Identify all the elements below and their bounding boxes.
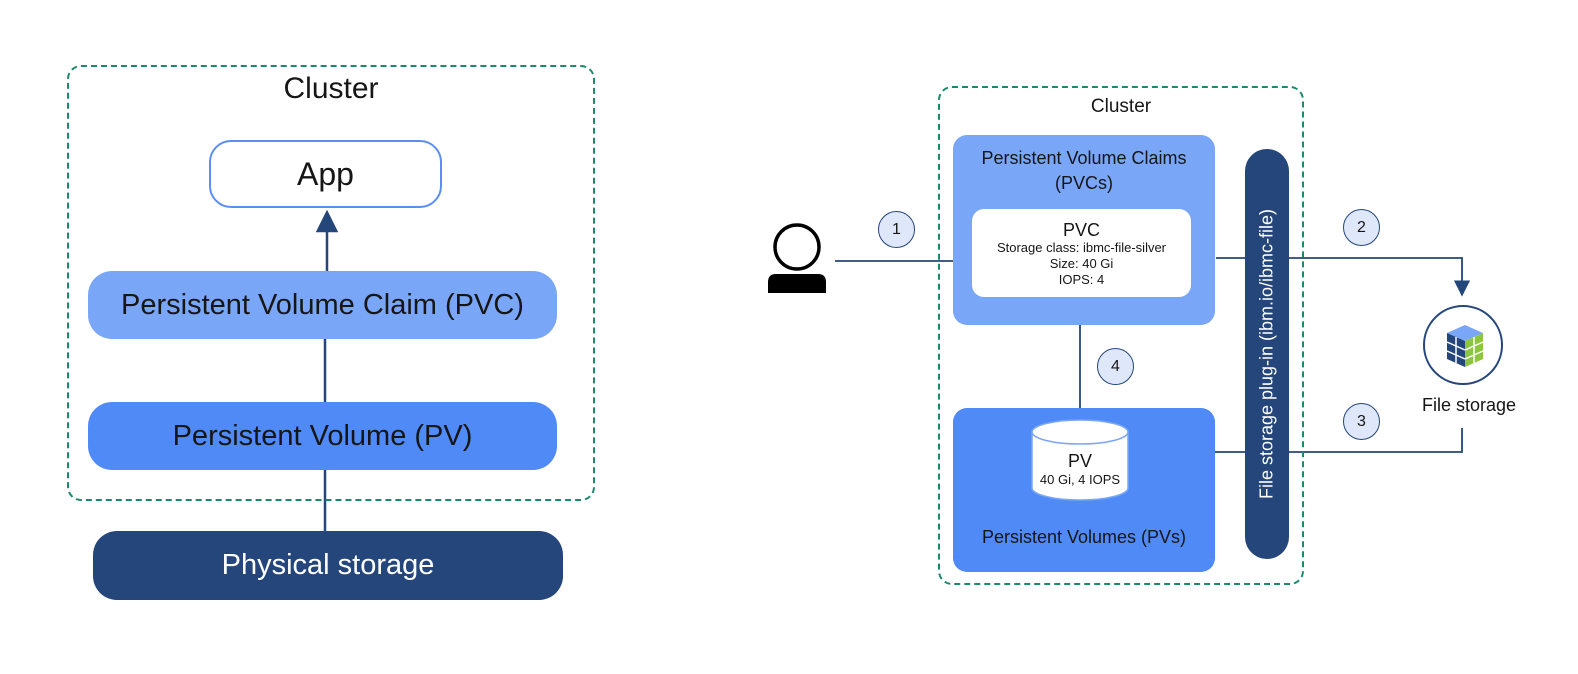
pvcs-title-line2: (PVCs): [1055, 173, 1113, 193]
pv-label: Persistent Volume (PV): [172, 419, 473, 452]
database-cylinder-icon: [1031, 419, 1129, 501]
pvc-storage-class: Storage class: ibmc-file-silver: [996, 240, 1167, 255]
right-cluster-boundary: [938, 86, 1304, 585]
pv-box: Persistent Volume (PV): [88, 402, 557, 470]
pv-detail: 40 Gi, 4 IOPS: [1039, 472, 1121, 487]
pvc-box: Persistent Volume Claim (PVC): [88, 271, 557, 339]
pvcs-title-line1: Persistent Volume Claims: [981, 148, 1187, 168]
physical-storage-box: Physical storage: [93, 531, 563, 600]
file-storage-plugin-bar: [1245, 149, 1289, 559]
pvc-size: Size: 40 Gi: [1049, 256, 1114, 271]
left-cluster-label: Cluster: [283, 72, 379, 105]
pv-cylinder-text: PV 40 Gi, 4 IOPS: [1032, 451, 1128, 489]
user-icon: [768, 223, 826, 293]
pvc-card: PVC Storage class: ibmc-file-silver Size…: [972, 209, 1191, 297]
left-cluster-boundary: [67, 65, 595, 501]
pvc-card-title: PVC: [1062, 220, 1100, 240]
physical-storage-label: Physical storage: [221, 549, 435, 581]
pvc-label: Persistent Volume Claim (PVC): [121, 288, 524, 321]
step-4-badge: 4: [1097, 348, 1134, 385]
step-4-label: 4: [1111, 357, 1120, 375]
plugin-label: File storage plug-in (ibm.io/ibmc-file): [1256, 208, 1277, 500]
file-storage-label: File storage: [1421, 395, 1517, 415]
app-box: App: [209, 140, 442, 208]
step-1-label: 1: [892, 220, 901, 238]
file-storage-icon: [1446, 325, 1484, 367]
pv-title: PV: [1067, 451, 1092, 471]
pvcs-title: Persistent Volume Claims (PVCs): [953, 146, 1215, 196]
step-3-badge: 3: [1343, 403, 1380, 440]
app-label: App: [297, 155, 354, 192]
pvs-title: Persistent Volumes (PVs): [981, 527, 1187, 547]
pvc-iops: IOPS: 4: [1058, 272, 1105, 287]
step-3-label: 3: [1357, 412, 1366, 430]
step-2-badge: 2: [1343, 209, 1380, 246]
step-1-badge: 1: [878, 211, 915, 248]
right-cluster-label: Cluster: [1090, 96, 1152, 117]
step-2-label: 2: [1357, 218, 1366, 236]
file-storage-circle: [1423, 305, 1503, 385]
